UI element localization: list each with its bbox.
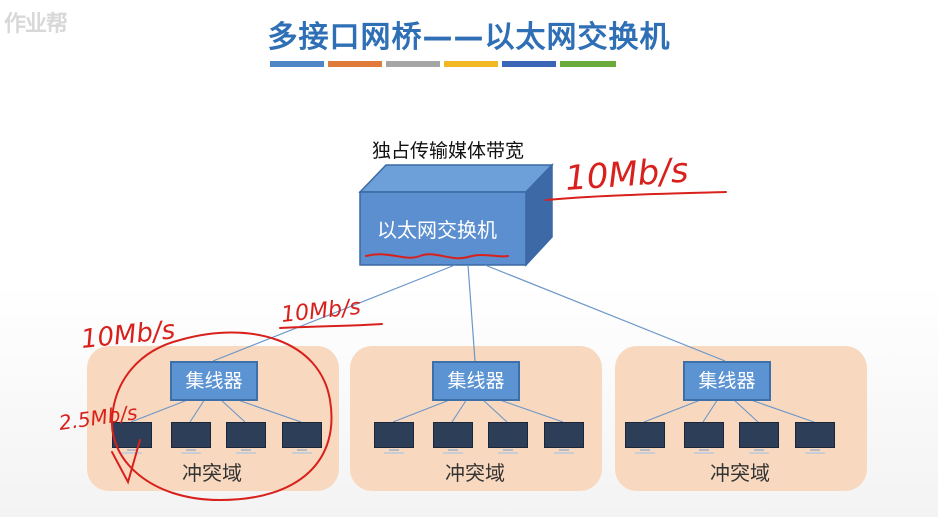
uplink-3 xyxy=(484,264,726,362)
left-rate-annotation: 10Mb/s xyxy=(80,315,177,355)
computer-icon xyxy=(374,422,414,456)
slide-title: 多接口网桥——以太网交换机 xyxy=(267,20,671,55)
hub-links-3 xyxy=(643,398,815,423)
check-mark xyxy=(111,439,141,485)
hub-links-2 xyxy=(392,398,564,423)
accent-bar xyxy=(444,61,498,67)
hub-links-1 xyxy=(130,398,302,423)
collision-domain-label-1: 冲突域 xyxy=(182,461,242,485)
computer-icon xyxy=(739,422,779,456)
accent-bar xyxy=(502,61,556,67)
accent-bar xyxy=(328,61,382,67)
computer-icon xyxy=(544,422,584,456)
collision-domain-circle xyxy=(110,331,333,502)
collision-domain-label-3: 冲突域 xyxy=(710,461,770,485)
hub-2: 集线器 xyxy=(432,361,520,401)
switch-front-face xyxy=(359,191,527,266)
switch-rate-annotation: 10Mb/s xyxy=(564,150,690,199)
per-host-rate-annotation: 2.5Mb/s xyxy=(57,400,138,435)
accent-bar xyxy=(386,61,440,67)
uplink-2 xyxy=(467,264,476,362)
computer-icon xyxy=(226,422,266,456)
accent-bar xyxy=(560,61,616,67)
collision-domain-label-2: 冲突域 xyxy=(445,461,505,485)
computer-icon xyxy=(112,422,152,456)
link-rate-annotation: 10Mb/s xyxy=(280,295,362,328)
accent-bar xyxy=(270,61,324,67)
bandwidth-label: 独占传输媒体带宽 xyxy=(372,140,525,162)
computer-icon xyxy=(282,422,322,456)
uplink-1 xyxy=(212,264,456,362)
computer-icon xyxy=(433,422,473,456)
switch-underline xyxy=(365,253,509,260)
computer-icon xyxy=(795,422,835,456)
watermark-logo: 作业帮 xyxy=(4,12,68,37)
computer-icon xyxy=(488,422,528,456)
hub-3: 集线器 xyxy=(683,361,771,401)
link-rate-underline xyxy=(279,323,383,329)
computer-icon xyxy=(684,422,724,456)
hub-1: 集线器 xyxy=(170,361,258,401)
switch-rate-underline xyxy=(545,191,727,201)
computer-icon xyxy=(625,422,665,456)
switch-label: 以太网交换机 xyxy=(377,218,497,242)
computer-icon xyxy=(171,422,211,456)
